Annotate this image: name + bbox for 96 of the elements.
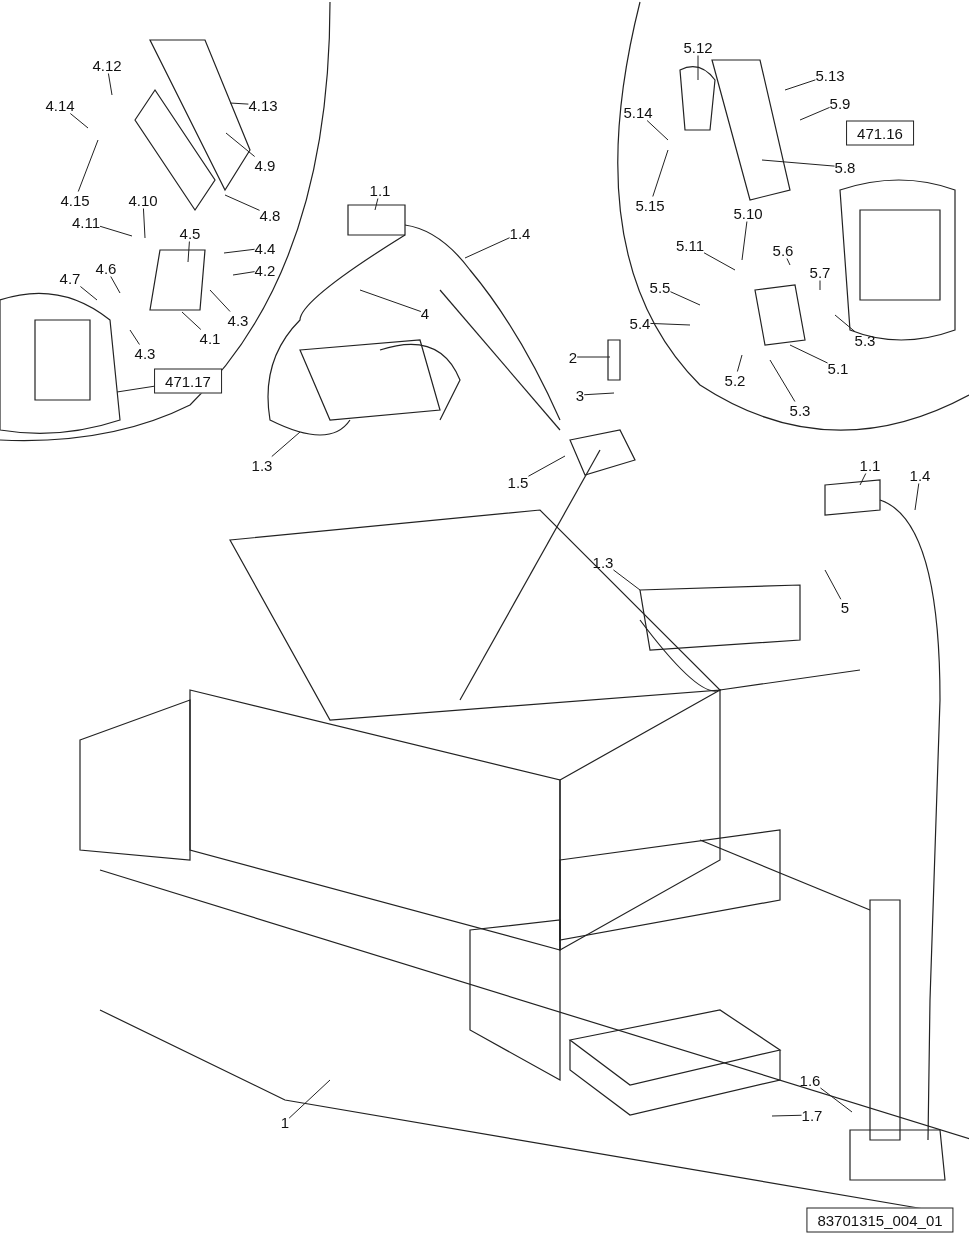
callout-number: 1 <box>280 1113 290 1131</box>
leader-line <box>786 258 791 266</box>
leader-line <box>142 208 146 239</box>
leader-line <box>110 276 121 294</box>
callout-number: 4.13 <box>248 96 278 114</box>
callout-number: 5.8 <box>834 158 856 176</box>
callout-number: 2 <box>568 348 578 366</box>
callout-number: 5.2 <box>724 371 746 389</box>
callout-number: 1.1 <box>369 181 391 199</box>
leader-line <box>288 1079 331 1119</box>
callout-number: 5.13 <box>815 66 845 84</box>
callout-number: 5.9 <box>829 94 851 112</box>
callout-number: 3 <box>575 386 585 404</box>
leader-line <box>99 225 133 237</box>
callout-number: 5.3 <box>789 401 811 419</box>
leader-line <box>741 221 748 261</box>
callout-number: 4.10 <box>128 191 158 209</box>
callout-number: 4.5 <box>179 224 201 242</box>
leader-line <box>359 289 422 312</box>
callout-number: 1.4 <box>909 466 931 484</box>
leader-line <box>736 354 743 372</box>
leader-line <box>374 198 379 211</box>
callout-number: 1.6 <box>799 1071 821 1089</box>
leader-line <box>834 314 856 332</box>
leader-line <box>859 473 867 486</box>
leader-line <box>107 73 113 96</box>
callout-number: 4.15 <box>60 191 90 209</box>
leader-line <box>209 289 231 312</box>
callout-number: 1.3 <box>592 553 614 571</box>
leader-line <box>224 194 261 211</box>
leader-line <box>223 248 256 254</box>
reference-box: 471.17 <box>154 368 222 394</box>
callout-number: 1.3 <box>251 456 273 474</box>
leader-line <box>799 106 831 121</box>
leader-line <box>612 569 641 591</box>
leader-line <box>649 322 691 326</box>
callout-number: 1.7 <box>801 1106 823 1124</box>
leader-line <box>225 132 256 157</box>
callout-number: 4.6 <box>95 259 117 277</box>
callout-number: 5.10 <box>733 204 763 222</box>
leader-line <box>464 237 511 259</box>
leader-line <box>271 431 301 457</box>
callout-number: 4.4 <box>254 239 276 257</box>
callout-number: 5.15 <box>635 196 665 214</box>
callout-number: 4.7 <box>59 269 81 287</box>
leader-line <box>232 271 256 276</box>
callout-number: 1.1 <box>859 456 881 474</box>
leader-line <box>646 120 669 141</box>
callout-number: 1.4 <box>509 224 531 242</box>
leader-line <box>819 1087 853 1113</box>
callout-number: 4.9 <box>254 156 276 174</box>
leader-line <box>79 286 98 301</box>
leader-line <box>69 113 89 129</box>
leader-line <box>771 1114 803 1117</box>
leader-line <box>527 455 566 477</box>
callout-number: 5.14 <box>623 103 653 121</box>
leader-line <box>77 139 99 192</box>
callout-number: 4.11 <box>71 213 101 231</box>
leader-line <box>187 241 190 263</box>
callout-number: 4.14 <box>45 96 75 114</box>
leader-line <box>652 149 669 197</box>
leader-line <box>761 159 836 167</box>
leader-line <box>583 392 615 396</box>
callout-number: 5.4 <box>629 314 651 332</box>
leader-line <box>824 569 842 600</box>
leader-line <box>789 344 829 364</box>
leader-line <box>576 356 611 358</box>
leader-line <box>703 252 736 271</box>
callout-number: 5 <box>840 598 850 616</box>
callout-number: 4.3 <box>134 344 156 362</box>
reference-box: 471.16 <box>846 120 914 146</box>
callout-number: 4.2 <box>254 261 276 279</box>
callout-number: 5.11 <box>675 236 705 254</box>
leader-line <box>914 483 920 511</box>
leader-line <box>669 291 701 306</box>
callout-number: 1.5 <box>507 473 529 491</box>
reference-box: 83701315_004_01 <box>806 1207 954 1233</box>
callout-number: 5.12 <box>683 38 713 56</box>
callout-number: 5.6 <box>772 241 794 259</box>
leader-line <box>229 102 249 105</box>
leader-line <box>819 280 821 291</box>
callout-number: 4 <box>420 304 430 322</box>
callout-number: 5.5 <box>649 278 671 296</box>
callout-number: 5.3 <box>854 331 876 349</box>
callout-number: 4.8 <box>259 206 281 224</box>
leader-line <box>784 79 816 91</box>
callout-number: 4.12 <box>92 56 122 74</box>
callout-number: 5.7 <box>809 263 831 281</box>
leader-line <box>697 55 699 81</box>
leader-line <box>116 385 155 393</box>
leader-line <box>129 329 140 345</box>
callout-number: 4.3 <box>227 311 249 329</box>
callout-number: 4.1 <box>199 329 221 347</box>
leader-line <box>181 311 202 330</box>
leader-line <box>769 359 796 402</box>
callout-number: 5.1 <box>827 359 849 377</box>
